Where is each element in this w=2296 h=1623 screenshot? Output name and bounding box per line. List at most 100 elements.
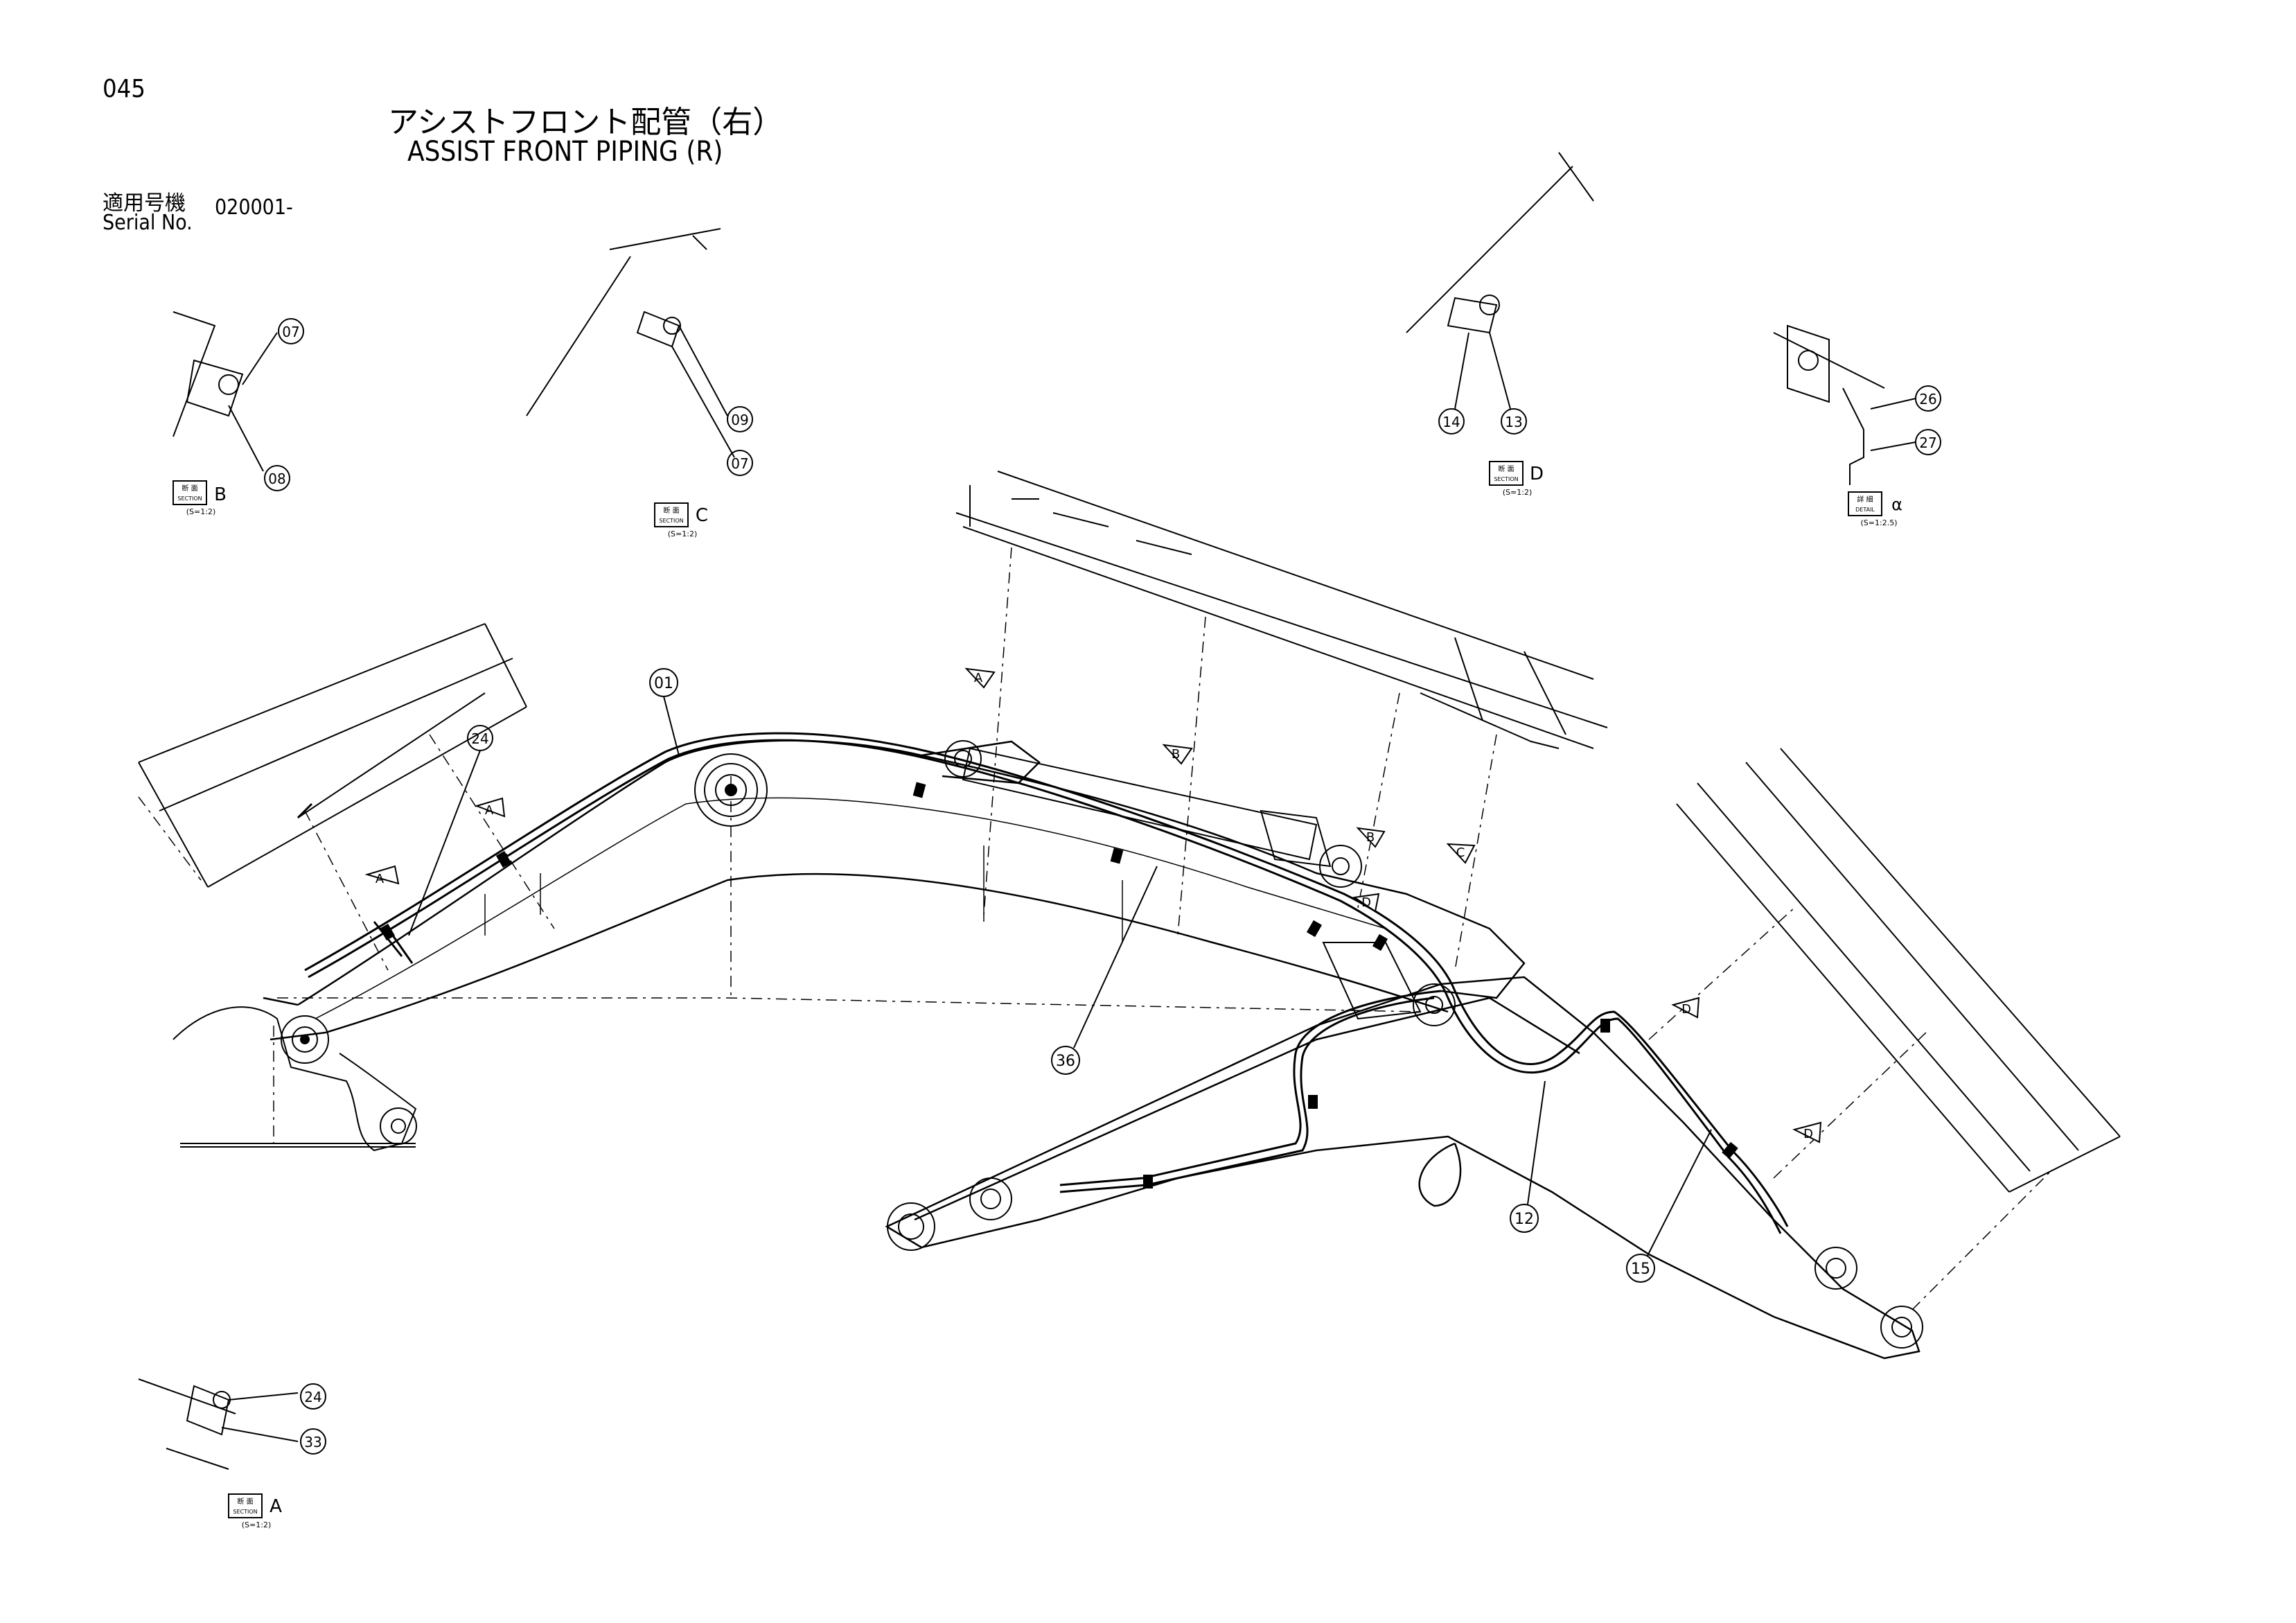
arrow-tag-b-2: B	[1356, 827, 1386, 848]
section-d-sketch	[1406, 152, 1594, 410]
piping-routes	[297, 732, 1789, 1234]
callout-15: 15	[1626, 1129, 1712, 1283]
arrow-tag-a-1: A	[364, 865, 400, 886]
callout-12: 12	[1510, 1080, 1546, 1233]
title-japanese: アシストフロント配管（右）	[388, 105, 784, 140]
svg-text:27: 27	[1919, 435, 1936, 451]
arm	[885, 976, 1920, 1360]
svg-text:D: D	[1530, 464, 1544, 484]
svg-text:14: 14	[1442, 414, 1460, 430]
serial-label-english: Serial No.	[103, 211, 193, 235]
svg-text:SECTION: SECTION	[659, 518, 683, 524]
svg-text:08: 08	[268, 471, 285, 487]
arrow-tag-d-1: D	[1671, 997, 1700, 1019]
view-label-detail-alpha: 詳 細 DETAIL α (S=1:2.5)	[1848, 491, 1902, 527]
view-label-section-b: 断 面 SECTION B (S=1:2)	[173, 480, 227, 516]
svg-text:B: B	[1366, 830, 1375, 845]
svg-text:07: 07	[282, 324, 299, 340]
svg-text:36: 36	[1056, 1053, 1075, 1070]
arm-view-right	[1648, 748, 2121, 1310]
svg-text:詳 細: 詳 細	[1857, 495, 1873, 504]
section-c-sketch	[526, 228, 735, 458]
svg-text:(S=1:2): (S=1:2)	[242, 1520, 272, 1529]
svg-text:D: D	[1681, 1002, 1691, 1017]
svg-text:A: A	[974, 671, 983, 685]
section-a-sketch	[138, 1378, 299, 1470]
arrow-tag-d-3: D	[1352, 893, 1380, 913]
view-label-section-c: 断 面 SECTION C (S=1:2)	[654, 502, 708, 538]
svg-text:(S=1:2): (S=1:2)	[1503, 488, 1533, 497]
callout-27: 27	[1870, 429, 1941, 455]
svg-text:DETAIL: DETAIL	[1855, 507, 1875, 513]
pipe-clamps	[379, 782, 1738, 1188]
svg-text:A: A	[270, 1496, 282, 1517]
boom-center-pin	[694, 753, 768, 827]
svg-text:A: A	[485, 803, 494, 818]
svg-text:断 面: 断 面	[237, 1497, 253, 1506]
svg-text:SECTION: SECTION	[1494, 476, 1518, 482]
svg-text:A: A	[376, 872, 385, 886]
svg-text:24: 24	[471, 730, 488, 747]
svg-text:D: D	[1803, 1127, 1813, 1141]
boom-inner-lines	[277, 776, 1421, 1019]
arrow-tag-d-2: D	[1792, 1121, 1822, 1143]
serial-label-japanese: 適用号機	[103, 191, 186, 216]
svg-text:01: 01	[654, 675, 673, 692]
page-number: 045	[103, 75, 145, 103]
arrow-tag-c-1: C	[1446, 843, 1476, 864]
svg-text:15: 15	[1631, 1261, 1650, 1278]
title-english: ASSIST FRONT PIPING (R)	[407, 136, 723, 168]
arrow-tag-a-2: A	[474, 797, 506, 818]
detail-alpha-sketch	[1773, 324, 1885, 485]
arrow-tag-a-3: A	[964, 667, 996, 689]
svg-text:13: 13	[1505, 414, 1522, 430]
callout-14: 14	[1438, 408, 1465, 435]
callout-07-section-c: 07	[727, 450, 753, 476]
svg-text:12: 12	[1515, 1211, 1534, 1228]
svg-text:26: 26	[1919, 391, 1936, 407]
boom-foot-pin	[281, 1015, 329, 1064]
svg-text:D: D	[1361, 895, 1371, 910]
svg-text:断 面: 断 面	[1498, 464, 1514, 473]
callout-01: 01	[649, 668, 680, 756]
svg-text:C: C	[696, 505, 708, 526]
base-frame	[173, 1006, 417, 1152]
boom-nose-bracket	[1322, 942, 1456, 1026]
svg-text:SECTION: SECTION	[233, 1509, 257, 1515]
section-arrow-tags: A A A B B C D D	[364, 667, 1822, 1143]
svg-text:(S=1:2): (S=1:2)	[668, 529, 698, 538]
arrow-tag-b-1: B	[1162, 744, 1193, 765]
callout-36: 36	[1051, 866, 1158, 1075]
callout-07-section-b: 07	[278, 318, 304, 344]
view-label-section-a: 断 面 SECTION A (S=1:2)	[228, 1493, 282, 1529]
callout-26: 26	[1870, 385, 1941, 412]
svg-text:(S=1:2.5): (S=1:2.5)	[1861, 518, 1898, 527]
boom-foot-section-upper-left	[138, 623, 555, 971]
upper-boom-view	[955, 471, 1608, 971]
callout-33: 33	[300, 1428, 326, 1455]
arm-end-pin	[887, 1177, 1923, 1349]
callout-13: 13	[1501, 408, 1527, 435]
svg-text:C: C	[1456, 845, 1465, 860]
view-label-section-d: 断 面 SECTION D (S=1:2)	[1489, 461, 1544, 497]
svg-text:(S=1:2): (S=1:2)	[186, 507, 216, 516]
svg-text:断 面: 断 面	[182, 484, 197, 493]
svg-text:09: 09	[731, 412, 748, 428]
svg-text:B: B	[1172, 747, 1180, 762]
callouts: 01 07 08 09 07 14 13 26	[264, 318, 1941, 1455]
svg-text:断 面: 断 面	[663, 506, 679, 515]
svg-text:24: 24	[304, 1389, 321, 1405]
svg-text:07: 07	[731, 455, 748, 472]
svg-text:SECTION: SECTION	[177, 495, 202, 502]
callout-09: 09	[727, 406, 753, 432]
svg-text:α: α	[1891, 495, 1902, 514]
arm-cylinder	[962, 747, 1362, 888]
callout-24-main: 24	[408, 725, 493, 936]
svg-text:B: B	[214, 484, 227, 505]
section-b-sketch	[173, 311, 278, 472]
svg-text:33: 33	[304, 1434, 321, 1450]
serial-number-value: 020001-	[215, 195, 293, 220]
callout-24-section-a: 24	[300, 1383, 326, 1410]
callout-08: 08	[264, 465, 290, 491]
